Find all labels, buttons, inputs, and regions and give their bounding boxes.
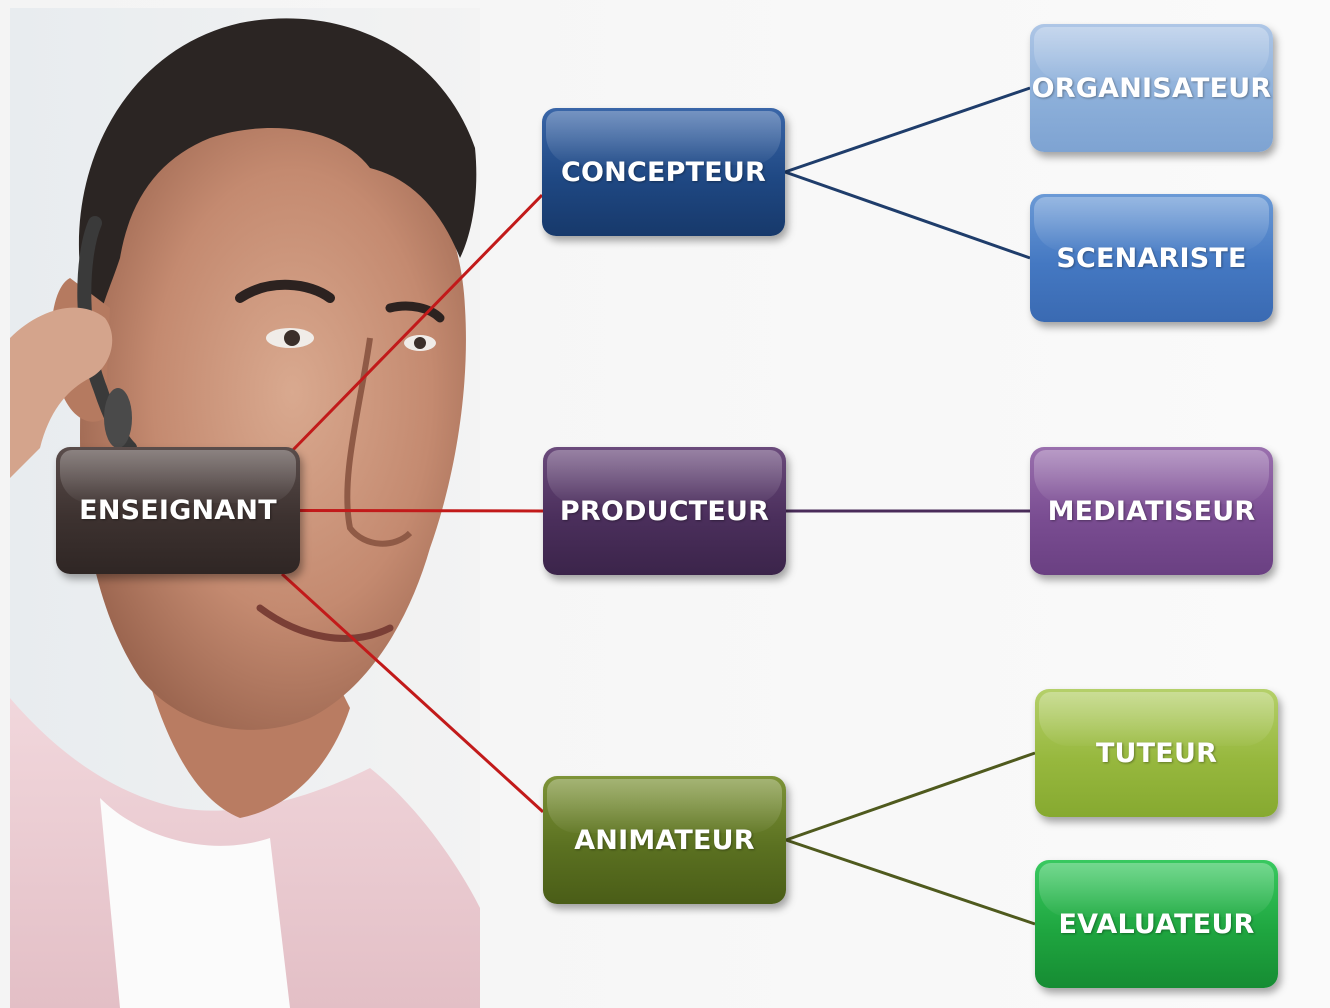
node-mediatiseur-label: MEDIATISEUR (1047, 495, 1256, 527)
node-enseignant-label: ENSEIGNANT (79, 495, 277, 526)
node-producteur: PRODUCTEUR (543, 447, 786, 575)
root-connectors (280, 193, 545, 813)
link-animateur-tuteur (785, 751, 1036, 842)
node-evaluateur-label: EVALUATEUR (1058, 908, 1255, 940)
link-enseignant-animateur (280, 572, 545, 813)
link-animateur-evaluateur (785, 838, 1036, 926)
child-connectors (784, 86, 1036, 926)
node-tuteur-label: TUTEUR (1095, 737, 1218, 769)
link-concepteur-scenariste (784, 170, 1031, 260)
link-enseignant-producteur (297, 509, 544, 513)
node-scenariste: SCENARISTE (1030, 194, 1273, 322)
teacher-photo (10, 8, 480, 1008)
node-producteur-label: PRODUCTEUR (559, 495, 770, 527)
node-animateur: ANIMATEUR (543, 776, 786, 904)
node-organisateur: ORGANISATEUR (1030, 24, 1273, 152)
node-enseignant: ENSEIGNANT (56, 447, 300, 574)
man-with-headset-image (10, 8, 480, 1008)
node-scenariste-label: SCENARISTE (1056, 242, 1247, 274)
node-concepteur-label: CONCEPTEUR (561, 156, 766, 188)
node-organisateur-label: ORGANISATEUR (1031, 72, 1272, 104)
link-concepteur-organisateur (784, 86, 1031, 174)
node-concepteur: CONCEPTEUR (542, 108, 785, 236)
link-enseignant-concepteur (288, 193, 544, 455)
node-evaluateur: EVALUATEUR (1035, 860, 1278, 988)
node-animateur-label: ANIMATEUR (574, 824, 755, 856)
node-mediatiseur: MEDIATISEUR (1030, 447, 1273, 575)
node-tuteur: TUTEUR (1035, 689, 1278, 817)
